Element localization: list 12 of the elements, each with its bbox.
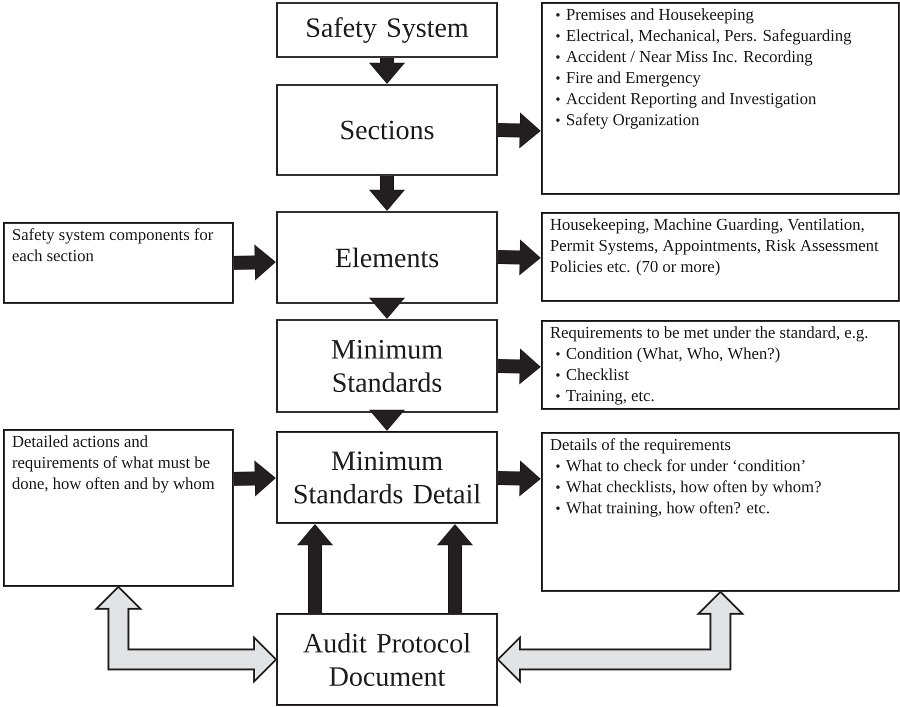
process-box: Minimum Standards <box>276 319 498 413</box>
process-box: Elements <box>276 211 498 304</box>
note-box: Detailed actions and requirements of what must be done, how often and by whom <box>3 429 234 587</box>
process-box: Sections <box>276 84 498 176</box>
process-box: Audit Protocol Document <box>276 613 498 706</box>
process-box: Safety System <box>276 2 498 58</box>
note-box: Housekeeping, Machine Guarding, Ventilation, Permit Systems, Appointments, Risk Assessment Policies etc. (70 or more) <box>541 212 900 302</box>
note-box: Premises and Housekeeping Electrical, Mechanical, Pers. Safeguarding Accident / Near Miss Inc. Recording Fire and Emergency Accident Reporting and Investigation Safety Organization <box>541 2 900 195</box>
process-box: Minimum Standards Detail <box>276 431 498 524</box>
note-box: Requirements to be met under the standard, e.g. Condition (What, Who, When?) Checklist Training, etc. <box>541 320 900 410</box>
note-box: Details of the requirements What to check for under ‘condition’ What checklists, how often by whom? What training, how often? etc. <box>541 432 900 592</box>
note-box: Safety system components for each section <box>3 222 234 304</box>
